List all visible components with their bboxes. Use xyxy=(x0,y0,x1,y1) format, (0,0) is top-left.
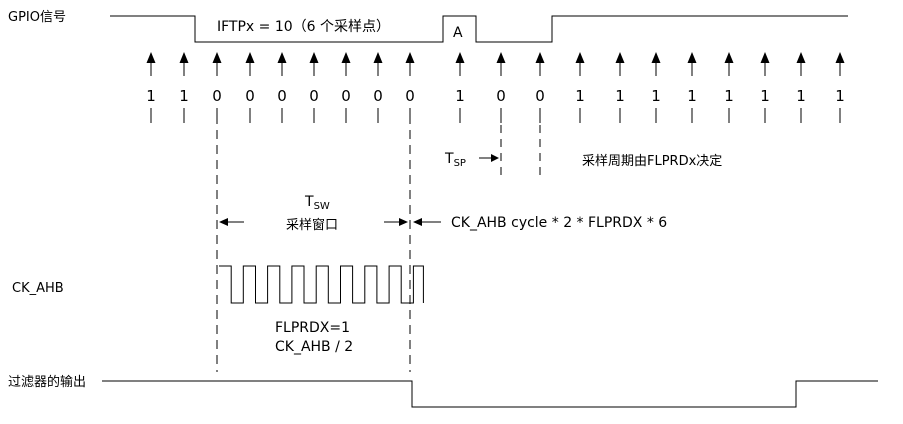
sample-value: 1 xyxy=(615,87,625,105)
sample-value: 1 xyxy=(651,87,661,105)
ck-ahb-label: CK_AHB xyxy=(12,281,64,296)
gpio-waveform xyxy=(110,15,848,43)
sample-value: 1 xyxy=(455,87,465,105)
sample-value: 0 xyxy=(405,87,415,105)
sample-arrow-head xyxy=(835,52,845,63)
sample-value: 1 xyxy=(146,87,156,105)
sample-value: 1 xyxy=(179,87,189,105)
sample-value: 0 xyxy=(212,87,222,105)
sample-value: 1 xyxy=(760,87,770,105)
tsp-arrow-head xyxy=(491,154,499,162)
sample-value: 1 xyxy=(835,87,845,105)
sample-arrow-head xyxy=(496,52,506,63)
tsp-label: TSP xyxy=(444,151,466,169)
sample-arrow-head xyxy=(245,52,255,63)
iftpx-label: IFTPx = 10（6 个采样点） xyxy=(217,19,390,35)
ahb-cycle-formula: CK_AHB cycle * 2 * FLPRDX * 6 xyxy=(451,215,667,231)
sample-arrows: 1 1 0 0 0 0 0 0 0 1 0 0 1 1 1 1 1 1 1 1 xyxy=(146,52,845,123)
sample-value: 0 xyxy=(309,87,319,105)
sample-value: 0 xyxy=(341,87,351,105)
sampling-window-label: 采样窗口 xyxy=(286,217,338,233)
sample-arrow-head xyxy=(277,52,287,63)
sample-arrow-head xyxy=(796,52,806,63)
sample-value: 0 xyxy=(277,87,287,105)
flprdx-line: FLPRDX=1 xyxy=(275,320,350,336)
sample-arrow-head xyxy=(760,52,770,63)
sample-arrow-head xyxy=(373,52,383,63)
sample-value: 1 xyxy=(796,87,806,105)
sample-arrow-head xyxy=(341,52,351,63)
sample-arrow-head xyxy=(651,52,661,63)
ck-ahb-div-line: CK_AHB / 2 xyxy=(275,339,353,355)
sample-value: 1 xyxy=(687,87,697,105)
ck-ahb-waveform xyxy=(219,265,424,304)
sample-arrow-head xyxy=(615,52,625,63)
pulse-a-label: A xyxy=(453,25,463,41)
sample-value: 0 xyxy=(245,87,255,105)
tsw-right-arrow-head xyxy=(399,218,408,226)
sample-arrow-head xyxy=(575,52,585,63)
tsw-left-arrow-head xyxy=(219,218,228,226)
sample-arrow-head xyxy=(455,52,465,63)
sample-value: 1 xyxy=(724,87,734,105)
sample-arrow-head xyxy=(309,52,319,63)
sample-arrow-head xyxy=(146,52,156,63)
sample-value: 1 xyxy=(575,87,585,105)
formula-arrow-head xyxy=(413,218,422,226)
sample-value: 0 xyxy=(496,87,506,105)
gpio-signal-label: GPIO信号 xyxy=(8,10,66,25)
sample-period-note: 采样周期由FLPRDx决定 xyxy=(582,154,722,169)
sample-arrow-head xyxy=(687,52,697,63)
sample-arrow-head xyxy=(724,52,734,63)
sample-value: 0 xyxy=(535,87,545,105)
sample-value: 0 xyxy=(373,87,383,105)
filter-output-waveform xyxy=(102,380,878,408)
filter-output-label: 过滤器的输出 xyxy=(8,374,86,390)
sample-arrow-head xyxy=(212,52,222,63)
sample-arrow-head xyxy=(405,52,415,63)
tsw-label: TSW xyxy=(304,194,330,212)
sample-arrow-head xyxy=(535,52,545,63)
sample-arrow-head xyxy=(179,52,189,63)
